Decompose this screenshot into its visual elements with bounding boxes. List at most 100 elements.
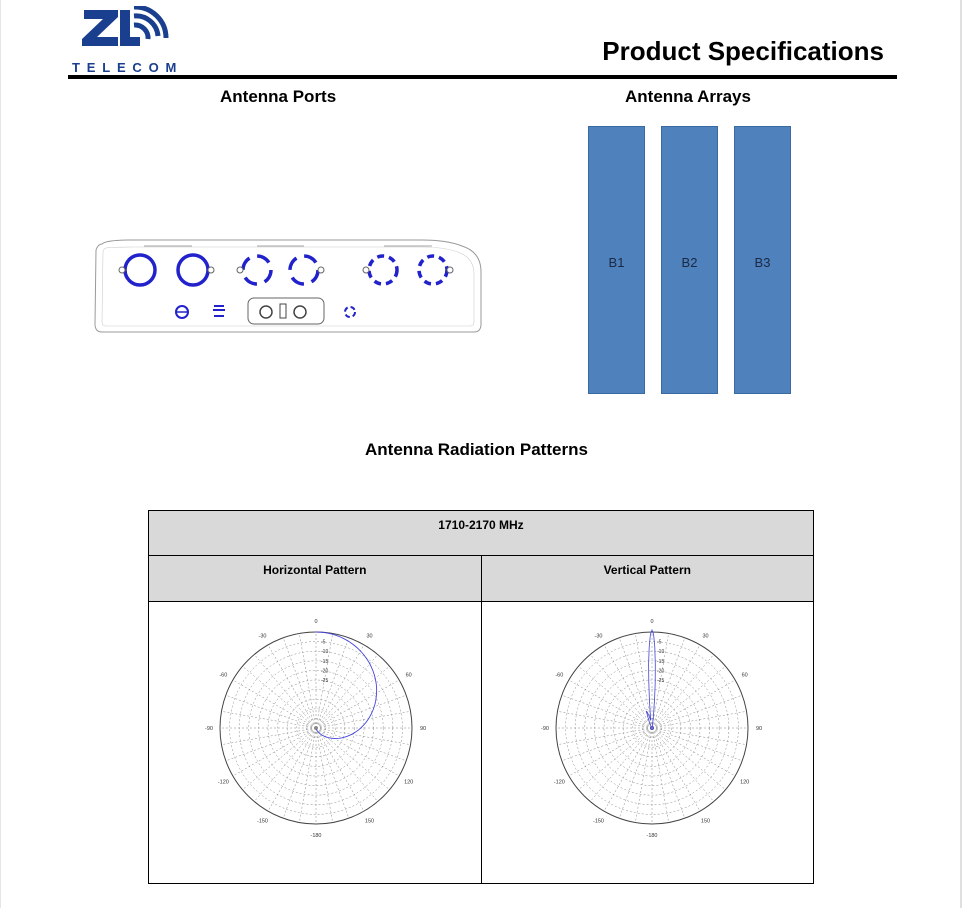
polar-spoke [254,654,317,729]
vertical-polar-plot: 0306090120150-180-150-120-90-60-30-5-10-… [541,619,762,839]
polar-angle-label: 90 [755,726,761,732]
polar-spoke [232,679,317,729]
port-group-1 [118,245,215,287]
polar-ring [564,641,739,815]
polar-spoke [651,666,726,729]
polar-spoke [315,727,411,745]
polar-spoke [315,727,365,812]
frequency-band-label: 1710-2170 MHz [438,518,524,532]
vertical-pattern-curve [645,628,656,730]
polar-spoke [315,654,378,729]
polar-spoke [651,727,714,802]
polar-angle-label: -30 [594,633,602,639]
polar-spoke [589,654,652,729]
polar-spoke [568,727,652,777]
array-b2: B2 [661,126,718,394]
polar-spoke [568,679,652,729]
horizontal-pattern-label: Horizontal Pattern [263,563,367,577]
polar-spoke [315,679,400,729]
control-connectors [175,297,356,325]
horizontal-pattern-header: Horizontal Pattern [148,555,482,602]
polar-angle-label: -90 [205,726,213,732]
polar-angle-label: 150 [365,819,374,825]
polar-angle-label: 60 [406,673,412,679]
array-b3: B3 [734,126,791,394]
polar-spoke [315,727,407,762]
logo-text: TELECOM [72,60,184,75]
horizontal-polar-plot: 0306090120150-180-150-120-90-60-30-5-10-… [205,619,426,839]
polar-spoke [651,727,742,762]
polar-spoke [589,727,652,802]
polar-spoke [651,679,735,729]
polar-ring [248,660,384,796]
radiation-pattern-table: 1710-2170 MHz Horizontal Pattern Vertica… [148,510,814,884]
polar-spoke [315,694,407,729]
radiation-patterns-heading: Antenna Radiation Patterns [365,440,588,459]
polar-outer-ring [555,631,748,825]
polar-radial-label: -15 [657,659,664,665]
polar-angle-label: -90 [541,726,549,732]
array-b1: B1 [588,126,645,394]
polar-radial-label: -25 [321,678,328,684]
header-divider [68,75,897,79]
vertical-pattern-header: Vertical Pattern [480,555,814,602]
polar-radial-label: -10 [657,649,664,655]
antenna-port-panel [94,239,482,333]
polar-spoke [254,727,317,802]
antenna-ports-heading: Antenna Ports [220,87,337,106]
polar-spoke [315,727,400,777]
polar-spoke [232,727,317,777]
polar-spoke [282,637,317,729]
vertical-pattern-label: Vertical Pattern [603,563,691,577]
polar-ring [296,708,336,748]
polar-angle-label: -180 [646,833,657,839]
polar-spoke [315,727,390,790]
polar-angle-label: -60 [555,673,563,679]
polar-radial-label: -10 [321,649,328,655]
company-logo [82,6,169,46]
polar-radial-label: -25 [657,678,664,684]
polar-spoke [315,711,411,729]
polar-spoke [221,711,317,729]
polar-ring [584,660,719,796]
polar-angle-label: -150 [257,819,268,825]
polar-spoke [577,666,652,729]
port-group-2 [236,245,325,286]
polar-spoke [651,727,735,777]
polar-spoke [242,666,317,729]
polar-spoke [603,727,652,812]
polar-spoke [315,644,365,729]
polar-angle-label: 30 [366,633,372,639]
polar-angle-label: 0 [314,619,317,625]
polar-angle-label: -180 [310,833,321,839]
page-edge-right [960,0,962,908]
polar-angle-label: 120 [404,780,413,786]
polar-spoke [651,727,726,790]
polar-spoke [315,727,378,802]
polar-angle-label: -150 [592,819,603,825]
page-title: Product Specifications [602,36,884,66]
polar-spoke [315,666,390,729]
polar-spoke [315,637,350,729]
port-group-3 [362,245,454,286]
polar-angle-label: 0 [650,619,653,625]
polar-ring [612,689,691,767]
horizontal-pattern-curve [315,631,378,739]
array-label: B3 [754,254,771,270]
polar-spoke [577,727,652,790]
polar-spoke [651,644,700,729]
polar-angle-label: -120 [553,780,564,786]
polar-spoke [651,727,700,812]
polar-radial-label: -5 [657,640,662,646]
polar-spoke [225,727,317,762]
frequency-band-cell: 1710-2170 MHz [148,510,814,556]
polar-radial-label: -5 [321,640,326,646]
polar-radial-label: -20 [321,668,328,674]
polar-spoke [651,654,714,729]
array-label: B1 [608,254,625,270]
polar-spoke [242,727,317,790]
polar-spoke [651,694,742,729]
array-label: B2 [681,254,698,270]
